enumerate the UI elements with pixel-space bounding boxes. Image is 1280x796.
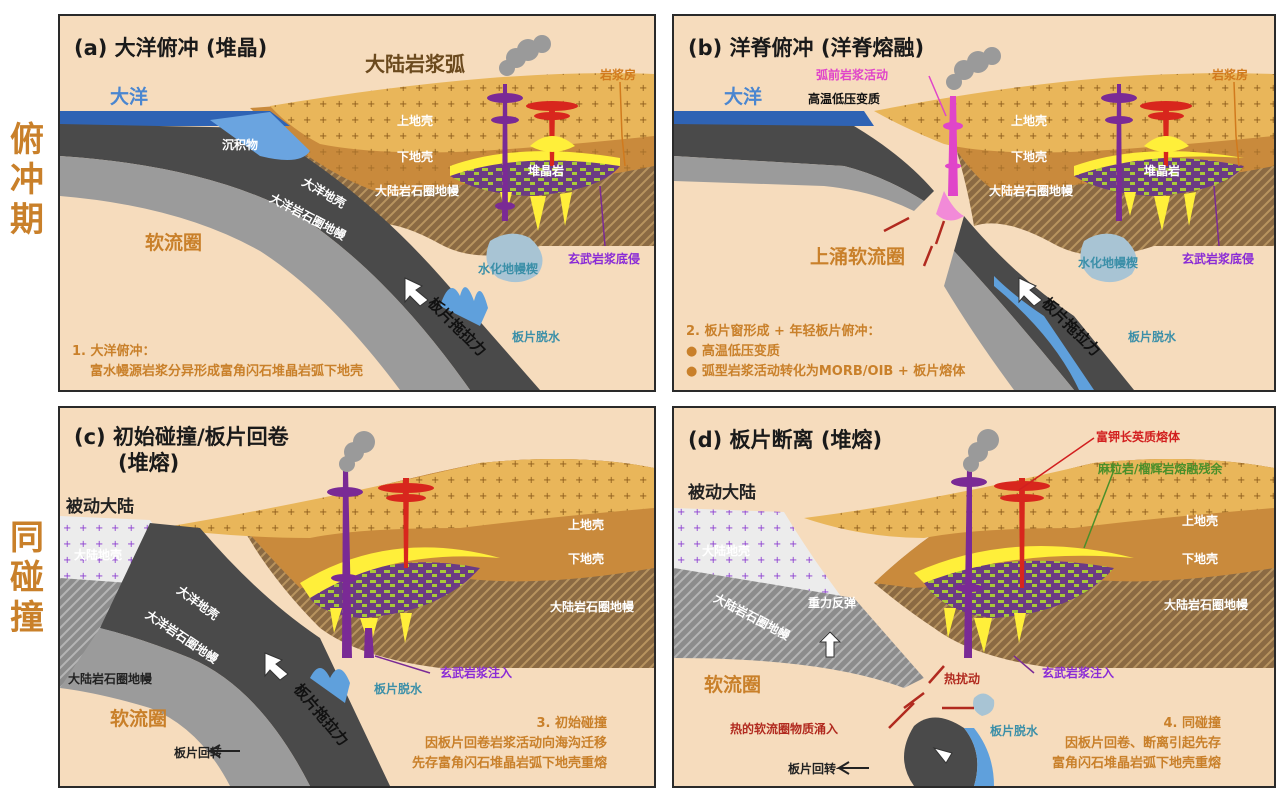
label-arc: 大陆岩浆弧: [365, 52, 465, 76]
label-cont-mantle: 大陆岩石圈地幔: [1164, 598, 1249, 612]
caption-line: ● 高温低压变质: [686, 344, 780, 359]
label-upper-crust: 上地壳: [568, 518, 605, 532]
panel-c-title: (c) 初始碰撞/板片回卷 (堆熔): [74, 424, 289, 476]
label-passive: 被动大陆: [688, 483, 756, 503]
caption-line: ● 弧型岩浆活动转化为MORB/OIB + 板片熔体: [686, 364, 966, 379]
panel-c: (c) 初始碰撞/板片回卷 (堆熔) 被动大陆 大陆地壳 大陆岩石圈地幔 大洋地…: [58, 406, 656, 788]
label-basalt-underplating: 玄武岩浆底侵: [1182, 252, 1255, 266]
panel-b: (b) 洋脊俯冲 (洋脊熔融) 大洋 弧前岩浆活动 高温低压变质 岩浆房 上地壳…: [672, 14, 1276, 392]
panel-b-title: (b) 洋脊俯冲 (洋脊熔融): [688, 36, 925, 60]
side-label-subduction: 俯 冲 期: [10, 120, 44, 240]
panel-c-title-line: (c) 初始碰撞/板片回卷: [74, 425, 289, 449]
label-basalt-injection: 玄武岩浆注入: [1042, 666, 1115, 680]
label-passive: 被动大陆: [66, 497, 134, 517]
label-rollback: 板片回转: [174, 746, 223, 760]
label-slab-dehydration: 板片脱水: [990, 724, 1039, 738]
label-cont-mantle: 大陆岩石圈地幔: [989, 184, 1074, 198]
label-lower-crust: 下地壳: [1011, 150, 1048, 164]
label-rebound: 重力反弹: [808, 596, 857, 610]
caption-line: 2. 板片窗形成 + 年轻板片俯冲：: [686, 324, 881, 339]
caption-line: 富水幔源岩浆分异形成富角闪石堆晶岩弧下地壳: [90, 364, 364, 379]
label-magma-chamber: 岩浆房: [600, 68, 637, 82]
panel-b-diagram: [674, 16, 1274, 390]
label-hydrated-wedge: 水化地幔楔: [478, 262, 539, 276]
caption-line: 因板片回卷岩浆活动向海沟迁移: [425, 736, 608, 751]
label-cont-mantle: 大陆岩石圈地幔: [550, 600, 635, 614]
label-ocean: 大洋: [724, 86, 763, 108]
caption-line: 3. 初始碰撞: [536, 716, 608, 731]
label-cont-crust: 大陆地壳: [702, 544, 751, 558]
label-ht-lp: 高温低压变质: [808, 92, 881, 106]
label-slab-dehydration: 板片脱水: [374, 682, 423, 696]
caption-line: 4. 同碰撞: [1163, 716, 1222, 731]
label-sediment: 沉积物: [222, 138, 259, 152]
label-cont-crust: 大陆地壳: [74, 548, 123, 562]
label-ocean: 大洋: [110, 86, 149, 108]
label-lower-crust: 下地壳: [1182, 552, 1219, 566]
label-forearc-magma: 弧前岩浆活动: [816, 68, 889, 82]
panel-a-diagram: + +: [60, 16, 654, 390]
panel-a-caption: 1. 大洋俯冲： 富水幔源岩浆分异形成富角闪石堆晶岩弧下地壳: [72, 342, 363, 382]
caption-line: 因板片回卷、断离引起先存: [1065, 736, 1222, 751]
label-slab-dehydration: 板片脱水: [512, 330, 561, 344]
label-cumulate: 堆晶岩: [528, 164, 565, 178]
label-upper-crust: 上地壳: [1011, 114, 1048, 128]
caption-line: 1. 大洋俯冲：: [72, 344, 156, 359]
panel-d-title: (d) 板片断离 (堆熔): [688, 428, 883, 452]
panel-c-diagram: [60, 408, 654, 786]
panel-c-title-line: (堆熔): [118, 451, 180, 475]
label-asthenosphere: 软流圈: [145, 232, 203, 254]
label-upper-crust: 上地壳: [397, 114, 434, 128]
panel-c-caption: 3. 初始碰撞 因板片回卷岩浆活动向海沟迁移 先存富角闪石堆晶岩弧下地壳重熔: [412, 714, 607, 774]
label-granulite: 麻粒岩/榴辉岩熔融残余: [1098, 462, 1223, 476]
label-asthenosphere: 软流圈: [704, 674, 762, 696]
label-thermal: 热扰动: [944, 672, 981, 686]
label-basalt-injection: 玄武岩浆注入: [440, 666, 513, 680]
label-hot-upwelling: 热的软流圈物质涌入: [730, 722, 839, 736]
panel-d-caption: 4. 同碰撞 因板片回卷、断离引起先存 富角闪石堆晶岩弧下地壳重熔: [1052, 714, 1221, 774]
label-asthenosphere: 软流圈: [110, 708, 168, 730]
label-magma-chamber: 岩浆房: [1212, 68, 1249, 82]
caption-line: 先存富角闪石堆晶岩弧下地壳重熔: [412, 756, 608, 771]
panel-a-title: (a) 大洋俯冲 (堆晶): [74, 36, 268, 60]
label-lower-crust: 下地壳: [397, 150, 434, 164]
label-basalt-underplating: 玄武岩浆底侵: [568, 252, 641, 266]
label-slab-dehydration: 板片脱水: [1128, 330, 1177, 344]
panel-d: (d) 板片断离 (堆熔) 被动大陆 大陆地壳 大陆岩石圈地幔 重力反弹 富钾长…: [672, 406, 1276, 788]
label-cont-mantle-left: 大陆岩石圈地幔: [68, 672, 153, 686]
side-label-collision: 同 碰 撞: [10, 518, 44, 638]
caption-line: 富角闪石堆晶岩弧下地壳重熔: [1052, 756, 1222, 771]
label-hydrated-wedge: 水化地幔楔: [1078, 256, 1139, 270]
label-upwelling: 上涌软流圈: [810, 246, 906, 268]
panel-b-caption: 2. 板片窗形成 + 年轻板片俯冲： ● 高温低压变质 ● 弧型岩浆活动转化为M…: [686, 322, 965, 382]
label-lower-crust: 下地壳: [568, 552, 605, 566]
label-rollback: 板片回转: [788, 762, 837, 776]
label-k-felsic: 富钾长英质熔体: [1096, 430, 1181, 444]
label-upper-crust: 上地壳: [1182, 514, 1219, 528]
panel-a: + +: [58, 14, 656, 392]
label-cumulate: 堆晶岩: [1144, 164, 1181, 178]
panel-d-diagram: [674, 408, 1274, 786]
label-cont-mantle: 大陆岩石圈地幔: [375, 184, 460, 198]
